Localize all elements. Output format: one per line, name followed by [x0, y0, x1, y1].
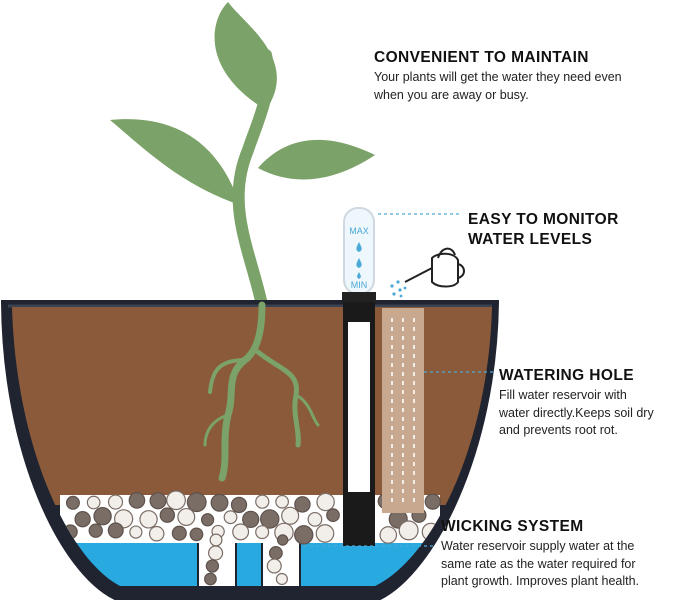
pebble	[166, 490, 186, 511]
callout-desc-line: Fill water reservoir with	[499, 388, 627, 402]
water-level-indicator: MAX MIN	[342, 207, 376, 546]
callout-desc-line: water directly.Keeps soil dry	[499, 405, 654, 420]
pebble	[159, 507, 176, 523]
pebble	[424, 493, 441, 510]
callout-title: CONVENIENT TO MAINTAIN	[374, 49, 589, 66]
callout-watering-hole: WATERING HOLE Fill water reservoir with …	[499, 366, 677, 439]
plant	[110, 2, 375, 311]
callout-wicking: WICKING SYSTEM Water reservoir supply wa…	[441, 517, 677, 590]
callout-title: WICKING SYSTEM	[441, 518, 584, 535]
indicator-cap	[342, 292, 376, 302]
water-spray	[390, 280, 407, 298]
pebble	[294, 525, 314, 545]
pebble	[379, 526, 398, 544]
pebble	[209, 533, 223, 547]
pebble	[128, 492, 146, 509]
drop-icon	[357, 272, 361, 279]
pebble	[398, 520, 419, 541]
callout-desc-line: and prevents root rot.	[499, 423, 618, 437]
pebble	[275, 494, 289, 509]
pebble	[189, 527, 204, 542]
pebble	[93, 506, 112, 526]
pebble	[294, 496, 311, 513]
top-leaf	[214, 2, 277, 110]
pebble	[139, 510, 158, 529]
min-label: MIN	[351, 280, 368, 290]
pebble	[205, 559, 220, 573]
pebble	[88, 523, 103, 538]
pebble	[129, 525, 143, 539]
callout-desc-line: same rate as the water required for	[441, 556, 636, 571]
pebble	[275, 572, 288, 586]
leader-lines	[304, 213, 494, 547]
pebble	[268, 546, 283, 560]
callout-desc-line: Your plants will get the water they need…	[374, 70, 622, 84]
pebble	[86, 495, 101, 510]
pebble	[223, 510, 238, 525]
watering-can-icon	[404, 247, 465, 288]
pebble	[186, 492, 207, 513]
callout-monitor: EASY TO MONITOR WATER LEVELS	[468, 210, 668, 250]
pebble	[149, 492, 167, 510]
pebble	[255, 494, 270, 509]
callout-desc-line: plant growth. Improves plant health.	[441, 574, 640, 588]
pebble	[210, 493, 229, 512]
pebble	[107, 522, 124, 539]
pebble	[177, 507, 196, 526]
callout-convenient: CONVENIENT TO MAINTAIN Your plants will …	[374, 48, 674, 103]
pebble	[255, 525, 270, 540]
callout-title: EASY TO MONITOR	[468, 211, 619, 228]
callout-title: WATER LEVELS	[468, 231, 593, 248]
callout-desc-line: when you are away or busy.	[374, 87, 529, 102]
drop-icon	[356, 258, 362, 268]
pebble	[200, 513, 215, 527]
pebble	[148, 525, 165, 542]
pebble	[281, 506, 300, 525]
pebble	[316, 492, 335, 512]
pebble	[65, 495, 80, 510]
pebble	[171, 525, 187, 541]
pebble	[260, 509, 280, 529]
left-leaf	[110, 119, 240, 205]
watering-hole	[382, 308, 424, 513]
callout-title: WATERING HOLE	[499, 367, 634, 384]
pebble	[204, 572, 217, 586]
pebble	[230, 496, 248, 514]
right-leaf	[258, 139, 375, 180]
pebble	[74, 511, 91, 528]
drop-icon	[356, 242, 362, 252]
pebble	[276, 534, 289, 546]
pebble	[266, 558, 282, 574]
pebble	[232, 523, 250, 541]
pebble	[315, 524, 335, 543]
max-label: MAX	[349, 226, 369, 236]
roots	[203, 301, 320, 482]
soil	[12, 307, 492, 505]
pot	[0, 300, 500, 600]
pebble	[307, 511, 323, 527]
pebble	[242, 510, 260, 529]
pebble	[326, 508, 340, 523]
callout-desc-line: Water reservoir supply water at the	[441, 539, 635, 553]
pebble	[208, 545, 224, 561]
pebble	[107, 494, 124, 510]
